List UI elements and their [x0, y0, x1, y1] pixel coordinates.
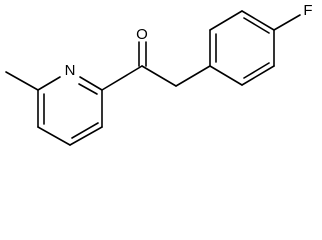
fluorine-atom-label: F — [303, 2, 312, 19]
methyl-bond — [5, 71, 39, 91]
ring-bond — [69, 126, 103, 146]
ring-bond — [37, 76, 61, 91]
ring-double-bond-inner — [78, 83, 98, 95]
ring-double-bond-inner — [71, 122, 99, 139]
ring-bond — [241, 65, 275, 86]
pyridine-ring — [37, 76, 103, 146]
ring-bond — [37, 126, 71, 146]
ring-double-bond-inner — [243, 62, 270, 79]
oxygen-atom-label: O — [136, 26, 148, 43]
phenyl-ring — [209, 10, 275, 86]
structure-diagram: O N F — [5, 2, 313, 146]
ch2-to-phenyl-bond — [175, 65, 211, 87]
ring-bond — [79, 76, 103, 91]
carbonyl-to-ch2-bond — [141, 65, 177, 87]
ring-bond — [241, 10, 275, 31]
nitrogen-atom-label: N — [65, 62, 76, 79]
c-f-bond — [273, 14, 301, 31]
ring-bond — [209, 65, 243, 86]
ring-to-carbonyl-bond — [101, 65, 143, 91]
ring-double-bond-inner — [243, 17, 270, 34]
ring-bond — [209, 10, 243, 31]
